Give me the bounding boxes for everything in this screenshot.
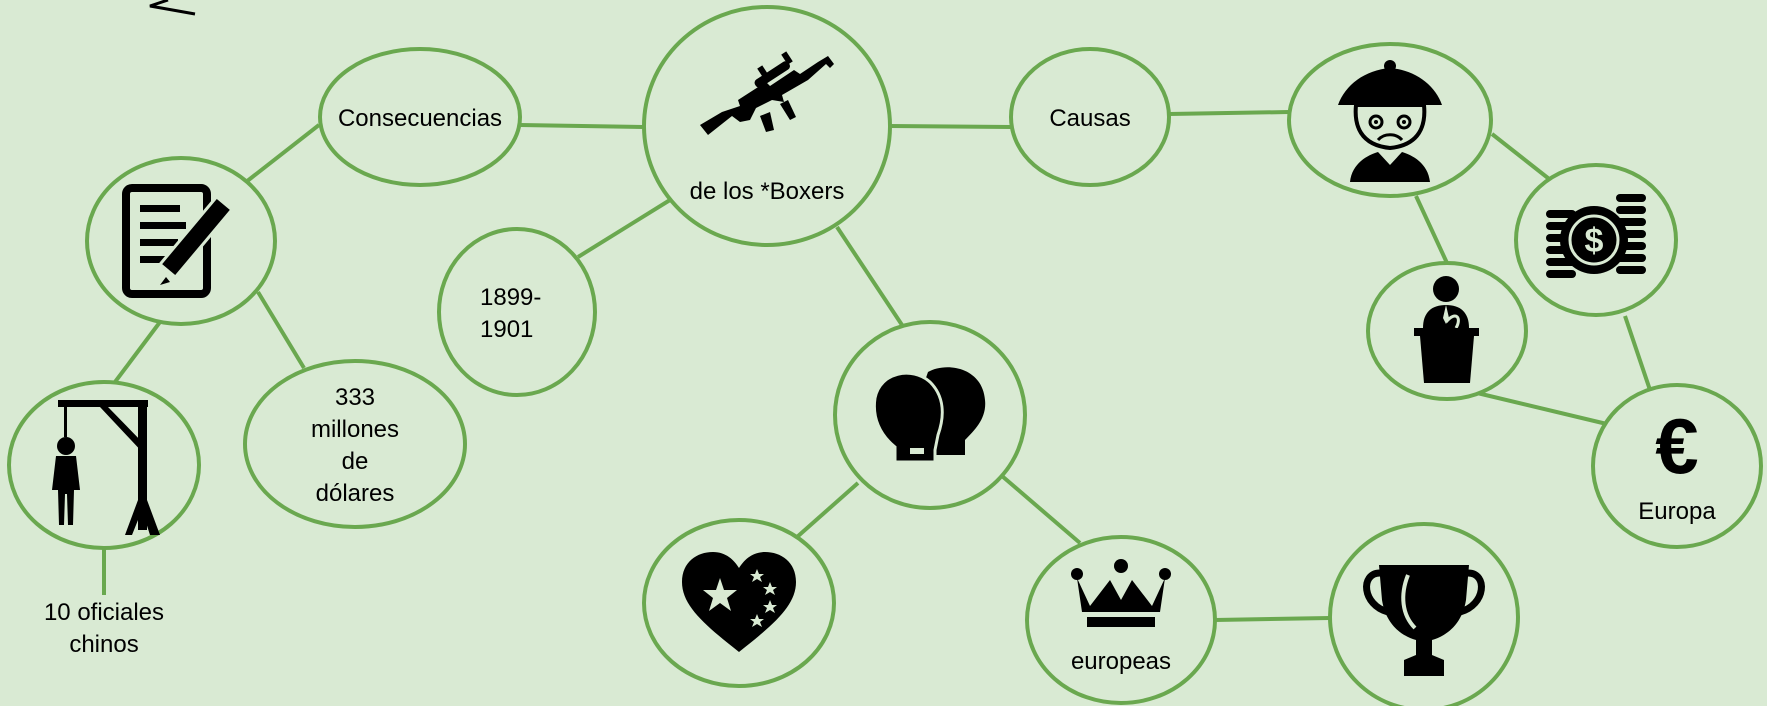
edge-boxers-boxing — [835, 225, 904, 327]
edge-coins-europa — [1623, 315, 1652, 391]
node-consecuencias: Consecuencias — [318, 47, 522, 187]
years-line2: 1901 — [480, 316, 533, 343]
edge-chineseman-coins — [1490, 132, 1555, 184]
node-europa: € Europa — [1591, 383, 1763, 549]
node-document — [85, 156, 277, 326]
edge-chineseman-speaker — [1414, 195, 1449, 264]
edge-document-money — [256, 290, 306, 370]
oficiales-line2: chinos — [69, 631, 138, 658]
node-trophy — [1328, 522, 1520, 706]
node-europeas: europeas — [1025, 535, 1217, 705]
edge-boxers-years — [576, 198, 672, 259]
edge-consecuencias-boxers — [519, 123, 644, 129]
node-gallows — [7, 380, 201, 550]
money-line4: dólares — [316, 480, 395, 507]
causas-label: Causas — [1049, 105, 1130, 132]
node-boxing — [833, 320, 1027, 510]
gallows-icon — [52, 400, 160, 535]
money-line3: de — [342, 448, 369, 475]
edge-document-gallows — [113, 320, 162, 384]
node-chinese-man — [1287, 42, 1493, 198]
boxing-gloves-icon — [872, 367, 986, 464]
edge-europeas-trophy — [1214, 616, 1331, 622]
euro-icon: € — [1655, 402, 1698, 490]
edge-causas-chineseman — [1168, 110, 1290, 116]
node-boxers: de los *Boxers — [642, 5, 892, 247]
edge-boxing-heart — [795, 481, 860, 539]
edges — [102, 110, 1652, 622]
crown-icon — [1071, 559, 1171, 627]
edge-boxers-causas — [889, 124, 1012, 129]
money-line1: 333 — [335, 384, 375, 411]
edge-consecuencias-document — [244, 123, 321, 184]
europeas-label: europeas — [1071, 648, 1171, 675]
years-line1: 1899- — [480, 284, 541, 311]
speaker-podium-icon — [1414, 276, 1479, 383]
node-china-heart — [642, 518, 836, 688]
node-years: 1899- 1901 — [437, 227, 597, 397]
europa-label: Europa — [1638, 498, 1716, 525]
document-pencil-icon — [122, 184, 235, 298]
coins-dollar-icon: $ — [1546, 194, 1646, 278]
consecuencias-label: Consecuencias — [338, 105, 502, 132]
node-coins: $ — [1514, 163, 1678, 317]
boxers-label: de los *Boxers — [690, 178, 845, 205]
oficiales-line1: 10 oficiales — [44, 599, 164, 626]
edge-speaker-europa — [1472, 390, 1612, 427]
oficiales-text: 10 oficiales chinos — [44, 599, 164, 658]
node-speaker — [1366, 261, 1528, 401]
money-line2: millones — [311, 416, 399, 443]
node-money: 333 millones de dólares — [243, 359, 467, 529]
node-causas: Causas — [1009, 47, 1171, 187]
trophy-icon — [1363, 565, 1485, 676]
edge-boxing-europeas — [1000, 474, 1082, 545]
angry-chinese-man-icon — [1338, 60, 1442, 182]
partial-title-glyph — [149, 0, 196, 16]
china-flag-heart-icon — [682, 552, 796, 652]
rifle-icon — [700, 51, 834, 135]
svg-text:$: $ — [1585, 222, 1604, 260]
